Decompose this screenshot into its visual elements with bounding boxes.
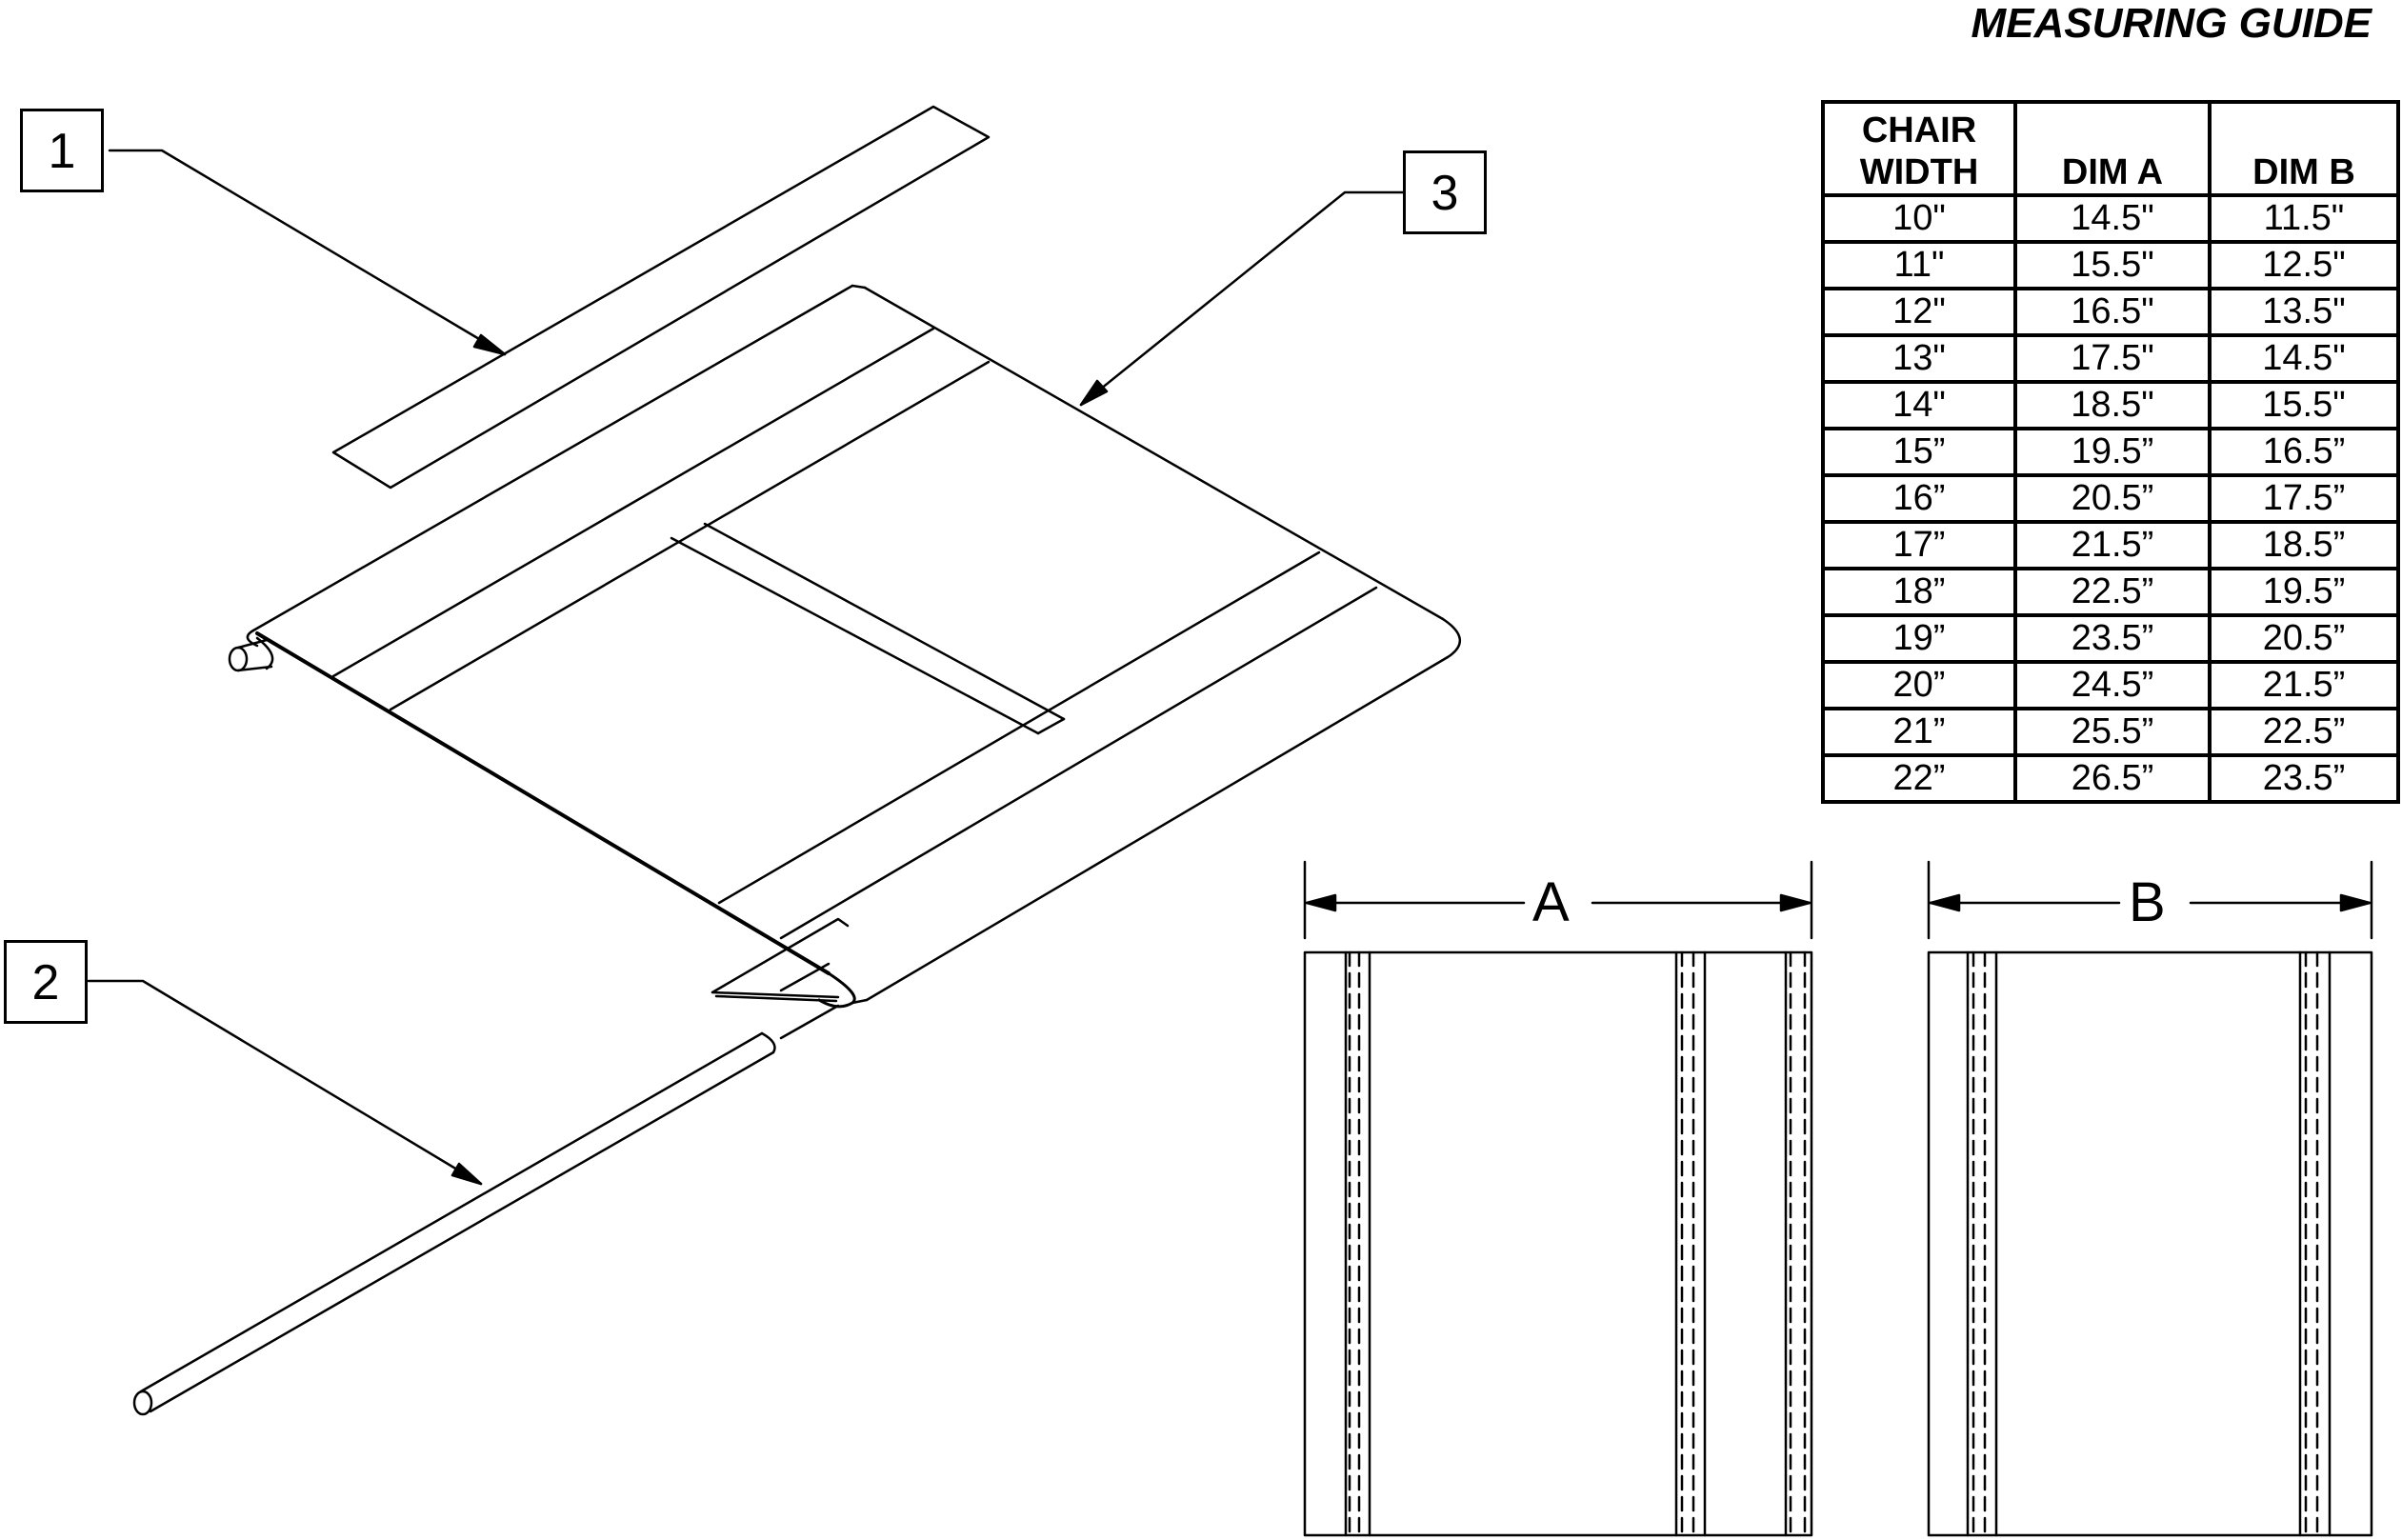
cell-dim-a: 14.5": [2013, 193, 2212, 244]
cell-dim-b: 14.5": [2208, 333, 2400, 384]
table-row: 18”22.5”19.5”: [1821, 567, 2400, 617]
cell-dim-b: 18.5”: [2208, 520, 2400, 570]
cell-dim-a: 15.5": [2013, 240, 2212, 290]
header-width-line: WIDTH: [1859, 152, 1979, 192]
cell-chair-width: 15”: [1821, 427, 2017, 477]
table-row: 13"17.5"14.5": [1821, 333, 2400, 384]
table-row: 20”24.5”21.5”: [1821, 660, 2400, 710]
table-row: 14"18.5"15.5": [1821, 380, 2400, 430]
cell-dim-a: 23.5”: [2013, 613, 2212, 664]
cell-dim-b: 16.5”: [2208, 427, 2400, 477]
cell-chair-width: 17”: [1821, 520, 2017, 570]
callout-3: 3: [1403, 150, 1487, 234]
cell-chair-width: 22”: [1821, 753, 2017, 804]
cell-dim-b: 23.5”: [2208, 753, 2400, 804]
cell-dim-a: 16.5": [2013, 287, 2212, 337]
cell-dim-b: 17.5”: [2208, 473, 2400, 524]
cell-chair-width: 10": [1821, 193, 2017, 244]
cell-chair-width: 18”: [1821, 567, 2017, 617]
table-row: 12"16.5"13.5": [1821, 287, 2400, 337]
table-row: 11"15.5"12.5": [1821, 240, 2400, 290]
cell-dim-b: 22.5”: [2208, 707, 2400, 757]
cell-chair-width: 14": [1821, 380, 2017, 430]
dim-a-view: [1303, 860, 1813, 1537]
cell-dim-b: 12.5": [2208, 240, 2400, 290]
table-row: 15”19.5”16.5”: [1821, 427, 2400, 477]
cell-dim-a: 19.5”: [2013, 427, 2212, 477]
cell-dim-b: 11.5": [2208, 193, 2400, 244]
cell-chair-width: 19”: [1821, 613, 2017, 664]
measuring-guide-title: MEASURING GUIDE: [1971, 0, 2372, 47]
table-row: 17”21.5”18.5”: [1821, 520, 2400, 570]
cell-chair-width: 13": [1821, 333, 2017, 384]
table-body: 10"14.5"11.5"11"15.5"12.5"12"16.5"13.5"1…: [1821, 193, 2400, 804]
dim-b-view: [1927, 860, 2373, 1537]
leader-2: [87, 979, 483, 1186]
cell-dim-a: 26.5”: [2013, 753, 2212, 804]
table-row: 19”23.5”20.5”: [1821, 613, 2400, 664]
header-dim-b: DIM B: [2208, 100, 2400, 197]
cell-dim-b: 19.5”: [2208, 567, 2400, 617]
callout-2: 2: [4, 940, 88, 1024]
callout-1: 1: [20, 109, 104, 192]
table-header-row: CHAIR WIDTH DIM A DIM B: [1821, 100, 2400, 197]
cell-dim-b: 13.5": [2208, 287, 2400, 337]
cell-chair-width: 21”: [1821, 707, 2017, 757]
table-row: 10"14.5"11.5": [1821, 193, 2400, 244]
table-row: 16”20.5”17.5”: [1821, 473, 2400, 524]
cell-dim-b: 21.5”: [2208, 660, 2400, 710]
leader-3: [1079, 190, 1405, 407]
left-tube-end: [228, 636, 274, 672]
cell-dim-b: 20.5”: [2208, 613, 2400, 664]
cell-dim-b: 15.5": [2208, 380, 2400, 430]
cell-dim-a: 22.5”: [2013, 567, 2212, 617]
cell-chair-width: 11": [1821, 240, 2017, 290]
cell-dim-a: 20.5”: [2013, 473, 2212, 524]
cell-chair-width: 20”: [1821, 660, 2017, 710]
cell-chair-width: 12": [1821, 287, 2017, 337]
cell-dim-a: 21.5”: [2013, 520, 2212, 570]
header-chair-width: CHAIR WIDTH: [1821, 100, 2017, 197]
measuring-guide-table: CHAIR WIDTH DIM A DIM B 10"14.5"11.5"11"…: [1821, 100, 2400, 804]
leader-1: [108, 149, 507, 356]
cell-dim-a: 25.5”: [2013, 707, 2212, 757]
dim-b-label: B: [2123, 874, 2172, 931]
cell-chair-width: 16”: [1821, 473, 2017, 524]
table-row: 21”25.5”22.5”: [1821, 707, 2400, 757]
dim-a-label: A: [1527, 874, 1575, 931]
part-2-rod: [132, 1004, 840, 1416]
table-row: 22”26.5”23.5”: [1821, 753, 2400, 804]
part-1-strip: [331, 105, 991, 490]
header-chair-line: CHAIR: [1861, 110, 1977, 150]
header-dim-a: DIM A: [2013, 100, 2212, 197]
part-3-seat-sling: [246, 284, 1461, 1009]
cell-dim-a: 17.5": [2013, 333, 2212, 384]
cell-dim-a: 18.5": [2013, 380, 2212, 430]
cell-dim-a: 24.5”: [2013, 660, 2212, 710]
